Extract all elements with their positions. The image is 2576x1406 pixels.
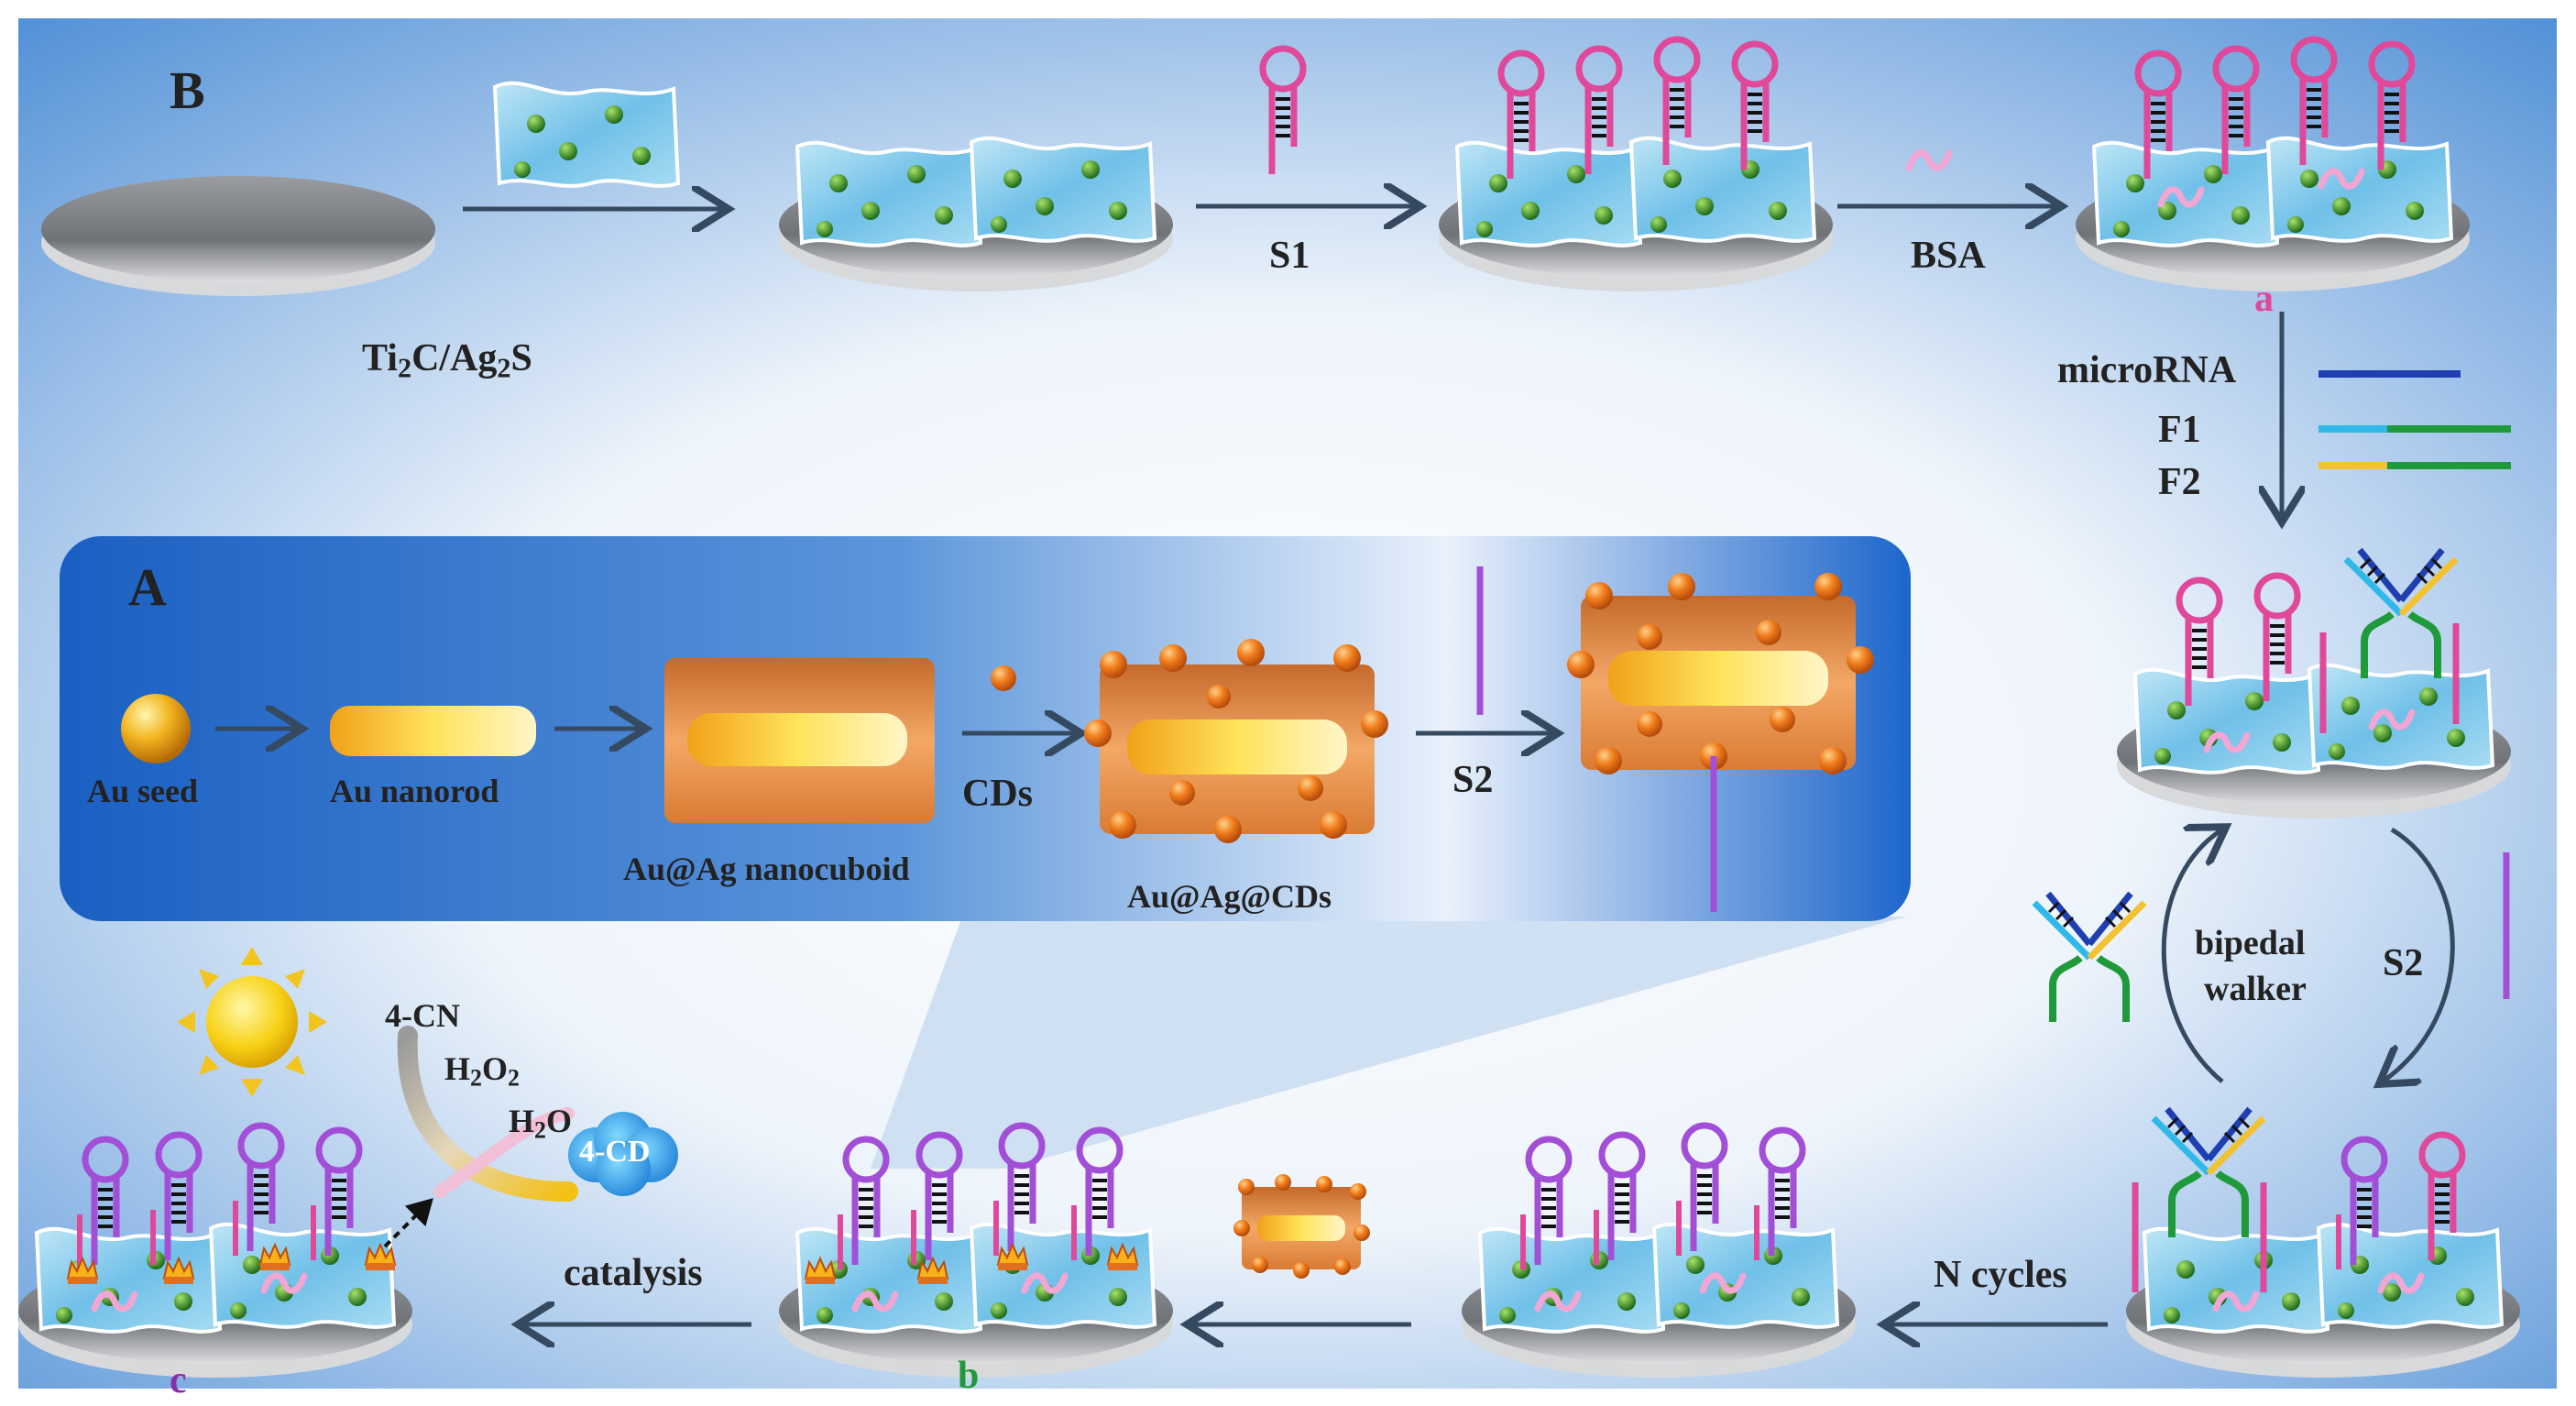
- cn4-label: 4-CN: [385, 997, 460, 1034]
- au-ag-cds-label: Au@Ag@CDs: [1127, 878, 1332, 915]
- f2-label: F2: [2158, 461, 2201, 503]
- au-ag-cds: [1084, 639, 1388, 843]
- panel-label-a: A: [128, 557, 167, 617]
- n-cycles-label: N cycles: [1934, 1254, 2067, 1296]
- f1-label: F1: [2158, 409, 2201, 451]
- panel-a-box: [60, 536, 1911, 921]
- electrode-cycled: [2126, 1109, 2520, 1378]
- microrna-label: microRNA: [2057, 349, 2237, 391]
- h2o2-label: H2O2: [444, 1050, 520, 1092]
- ti2c-ag2s-label: Ti2C/Ag2S: [362, 337, 532, 384]
- h2o-label: H2O: [509, 1103, 572, 1144]
- s2-right-label: S2: [2383, 942, 2424, 984]
- au-seed: [121, 694, 191, 763]
- au-ag-cds-s2: [1567, 573, 1874, 912]
- electrode-modified: [779, 138, 1173, 291]
- panel-label-b: B: [170, 60, 205, 120]
- sun-icon: [177, 947, 327, 1097]
- s1-label: S1: [1269, 235, 1310, 277]
- catalysis-label: catalysis: [564, 1252, 703, 1294]
- arrow-cycle-walker: [2161, 829, 2222, 1083]
- au-nanorod: [330, 706, 536, 756]
- electrode-with-walker: [2117, 550, 2511, 818]
- cd4-label: 4-CD: [579, 1135, 651, 1169]
- state-a-label: a: [2254, 278, 2274, 320]
- bsa-label: BSA: [1911, 235, 1986, 277]
- reaction-arc: [397, 1026, 578, 1202]
- walker-label: walker: [2204, 970, 2307, 1008]
- dashed-arrow: [383, 1198, 433, 1248]
- au-ag-nanocuboid-label: Au@Ag nanocuboid: [623, 851, 910, 887]
- state-c-label: c: [170, 1359, 187, 1401]
- nanocuboid-probe: [1233, 1174, 1370, 1279]
- cds-label: CDs: [962, 773, 1034, 815]
- arrow-cycle-s2: [2383, 827, 2455, 1082]
- bare-electrode: [41, 176, 435, 296]
- reaction-arc-2: [433, 1107, 575, 1198]
- bipedal-label: bipedal: [2195, 924, 2306, 962]
- au-ag-nanocuboid: [664, 658, 935, 823]
- cd4-cloud-icon: [568, 1112, 678, 1196]
- cd-dot: [991, 665, 1016, 691]
- s2-label-a: S2: [1452, 759, 1494, 801]
- au-seed-label: Au seed: [87, 773, 199, 809]
- ti2c-ag2s-sheet: [493, 81, 680, 188]
- state-b-label: b: [958, 1355, 980, 1397]
- au-nanorod-label: Au nanorod: [330, 773, 499, 809]
